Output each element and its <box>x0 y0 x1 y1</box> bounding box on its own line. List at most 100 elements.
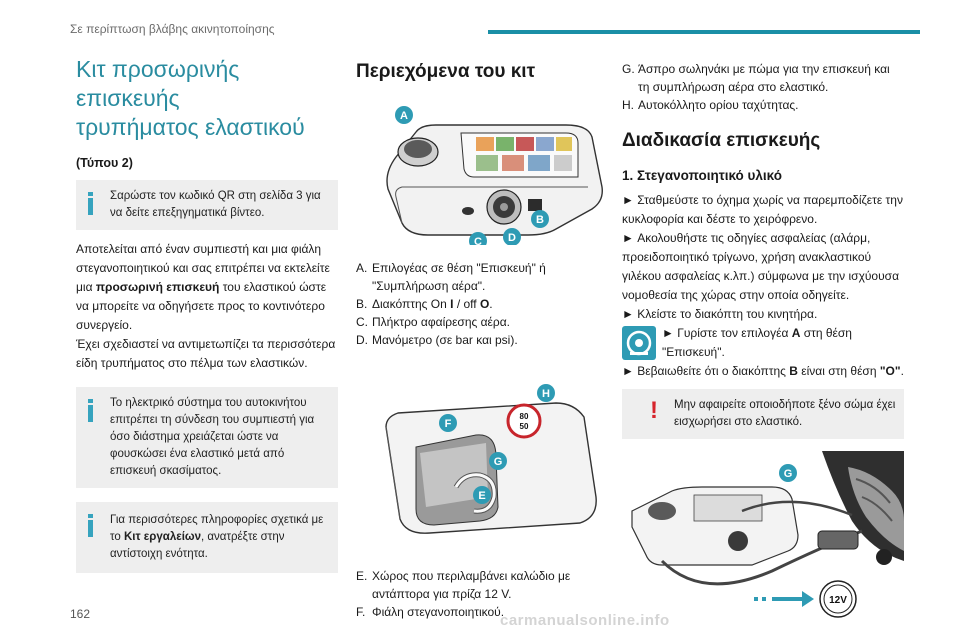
step-item: ► Κλείστε το διακόπτη του κινητήρα. <box>622 305 904 324</box>
plug-label: 12V <box>829 595 847 606</box>
step-text: . <box>900 364 904 378</box>
repair-procedure-title: Διαδικασία επισκευής <box>622 130 821 151</box>
description-bold: προσωρινή επισκευή <box>95 280 220 294</box>
svg-text:B: B <box>536 214 544 226</box>
type-subtitle: (Τύπου 2) <box>76 156 133 170</box>
label-badge-d: D <box>503 228 521 245</box>
kit-contents-title: Περιεχόμενα του κιτ <box>356 61 536 82</box>
step-text: Γυρίστε τον επιλογέα <box>677 326 792 340</box>
legend-item-g: G. Άσπρο σωληνάκι με πώμα για την επισκε… <box>622 60 904 96</box>
step-item: ► Βεβαιωθείτε ότι ο διακόπτης B είναι στ… <box>622 362 904 381</box>
legend-text-bold: I <box>450 297 454 311</box>
info-text-electrical: Το ηλεκτρικό σύστημα του αυτοκινήτου επι… <box>110 397 315 477</box>
right-column: G. Άσπρο σωληνάκι με πώμα για την επισκε… <box>622 60 904 621</box>
legend-letter: H. <box>622 98 634 112</box>
arrow-icon: ► <box>662 326 674 340</box>
legend-text: Αυτοκόλλητο ορίου ταχύτητας. <box>638 98 799 112</box>
selector-repair-icon <box>622 326 656 360</box>
step-item: ► Σταθμεύστε το όχημα χωρίς να παρεμποδί… <box>622 191 904 229</box>
header-accent-bar <box>488 30 920 34</box>
legend-letter: A. <box>356 261 368 275</box>
legend-text: Διακόπτης On <box>372 297 451 311</box>
label-badge-g: G <box>489 452 507 470</box>
legend-text: Επιλογέας σε θέση "Επισκευή" ή "Συμπλήρω… <box>372 261 546 293</box>
step-text: Κλείστε το διακόπτη του κινητήρα. <box>637 307 818 321</box>
step-item: ► Ακολουθήστε τις οδηγίες ασφαλείας (αλά… <box>622 229 904 305</box>
svg-text:H: H <box>542 388 550 400</box>
info-text-toolkit-end: , ανατρέξτε στην αντίστοιχη ενότητα. <box>110 531 285 560</box>
label-badge-h: H <box>537 384 555 402</box>
legend-text: Χώρος που περιλαμβάνει καλώδιο με αντάπτ… <box>372 569 571 601</box>
watermark: carmanualsonline.info <box>500 612 670 629</box>
svg-text:D: D <box>508 232 516 244</box>
label-badge-f: F <box>439 414 457 432</box>
title-line-2: τρυπήματος ελαστικού <box>76 114 305 140</box>
arrow-icon: ► <box>622 231 634 245</box>
legend-item-f: F. Φιάλη στεγανοποιητικού. <box>356 603 618 621</box>
middle-column: Περιεχόμενα του κιτ A B <box>356 55 618 621</box>
description-text: Αποτελείται από έναν συμπιεστή και μια φ… <box>76 242 330 294</box>
svg-text:G: G <box>494 456 503 468</box>
step-item-with-icon: ► Γυρίστε τον επιλογέα A στη θέση "Επισκ… <box>622 324 904 362</box>
legend-list-1: A. Επιλογέας σε θέση "Επισκευή" ή "Συμπλ… <box>356 259 618 349</box>
toolkit-link-text[interactable]: Κιτ εργαλείων <box>123 531 202 543</box>
legend-letter: G. <box>622 62 635 76</box>
step-text: Ακολουθήστε τις οδηγίες ασφαλείας (αλάρμ… <box>622 231 900 302</box>
legend-list-2: E. Χώρος που περιλαμβάνει καλώδιο με αντ… <box>356 567 618 621</box>
page-title: Κιτ προσωρινής επισκευής τρυπήματος ελασ… <box>76 55 338 142</box>
legend-letter: E. <box>356 569 368 583</box>
compressor-illustration: A B C D <box>386 106 603 245</box>
left-column: Κιτ προσωρινής επισκευής τρυπήματος ελασ… <box>76 55 338 573</box>
label-badge-b: B <box>531 210 549 228</box>
legend-item-a: A. Επιλογέας σε θέση "Επισκευή" ή "Συμπλ… <box>356 259 618 295</box>
arrow-icon: ► <box>622 307 634 321</box>
svg-text:A: A <box>400 110 408 122</box>
legend-letter: B. <box>356 297 368 311</box>
kit-purpose: Έχει σχεδιαστεί να αντιμετωπίζει τα περι… <box>76 337 336 370</box>
running-header: Σε περίπτωση βλάβης ακινητοποίησης <box>70 22 275 36</box>
legend-letter: C. <box>356 315 368 329</box>
legend-item-d: D. Μανόμετρο (σε bar και psi). <box>356 331 618 349</box>
steps-list: ► Σταθμεύστε το όχημα χωρίς να παρεμποδί… <box>622 191 904 381</box>
sealant-step-title: 1. Στεγανοποιητικό υλικό <box>622 168 782 183</box>
legend-text: Άσπρο σωληνάκι με πώμα για την επισκευή … <box>638 62 890 94</box>
step-text: στη θέση "Επισκευή". <box>662 326 852 359</box>
svg-text:C: C <box>474 236 482 245</box>
label-badge-a: A <box>395 106 413 124</box>
label-badge-e: E <box>473 486 491 504</box>
svg-text:F: F <box>445 418 452 430</box>
tyre-repair-illustration: 12V G <box>631 451 904 618</box>
info-box-qr: Σαρώστε τον κωδικό QR στη σελίδα 3 για ν… <box>76 180 338 230</box>
legend-letter: D. <box>356 333 368 347</box>
warning-text: Μην αφαιρείτε οποιοδήποτε ξένο σώμα έχει… <box>674 399 896 428</box>
kit-case-illustration: 80 50 F H G E <box>385 384 597 534</box>
title-line-1: Κιτ προσωρινής επισκευής <box>76 56 240 111</box>
kit-description: Αποτελείται από έναν συμπιεστή και μια φ… <box>76 240 338 335</box>
legend-text: Πλήκτρο αφαίρεσης αέρα. <box>372 315 510 329</box>
legend-text: Φιάλη στεγανοποιητικού. <box>372 605 505 619</box>
info-icon <box>88 514 93 537</box>
info-icon <box>88 399 93 422</box>
step-text: Βεβαιωθείτε ότι ο διακόπτης <box>637 364 790 378</box>
info-icon <box>88 192 93 215</box>
step-text: είναι στη θέση <box>797 364 880 378</box>
page-number: 162 <box>70 607 91 621</box>
step-text-bold: B <box>789 364 798 378</box>
label-badge-c: C <box>469 232 487 245</box>
info-text-toolkit: Για περισσότερες πληροφορίες σχετικά με … <box>110 514 324 543</box>
arrow-icon: ► <box>622 193 634 207</box>
legend-text: Μανόμετρο (σε bar και psi). <box>372 333 518 347</box>
legend-text: . <box>489 297 493 311</box>
step-text-bold: "O" <box>879 364 901 378</box>
svg-text:E: E <box>478 490 485 502</box>
step-text-bold: A <box>791 326 801 340</box>
legend-item-b: B. Διακόπτης On I / off O. <box>356 295 618 313</box>
arrow-icon: ► <box>622 364 634 378</box>
legend-text-bold: O <box>479 297 490 311</box>
legend-item-e: E. Χώρος που περιλαμβάνει καλώδιο με αντ… <box>356 567 618 603</box>
label-badge-g-figure: G <box>779 464 797 482</box>
svg-text:G: G <box>784 468 793 480</box>
info-box-toolkit: Για περισσότερες πληροφορίες σχετικά με … <box>76 502 338 573</box>
legend-letter: F. <box>356 605 366 619</box>
legend-text: / off <box>453 297 480 311</box>
